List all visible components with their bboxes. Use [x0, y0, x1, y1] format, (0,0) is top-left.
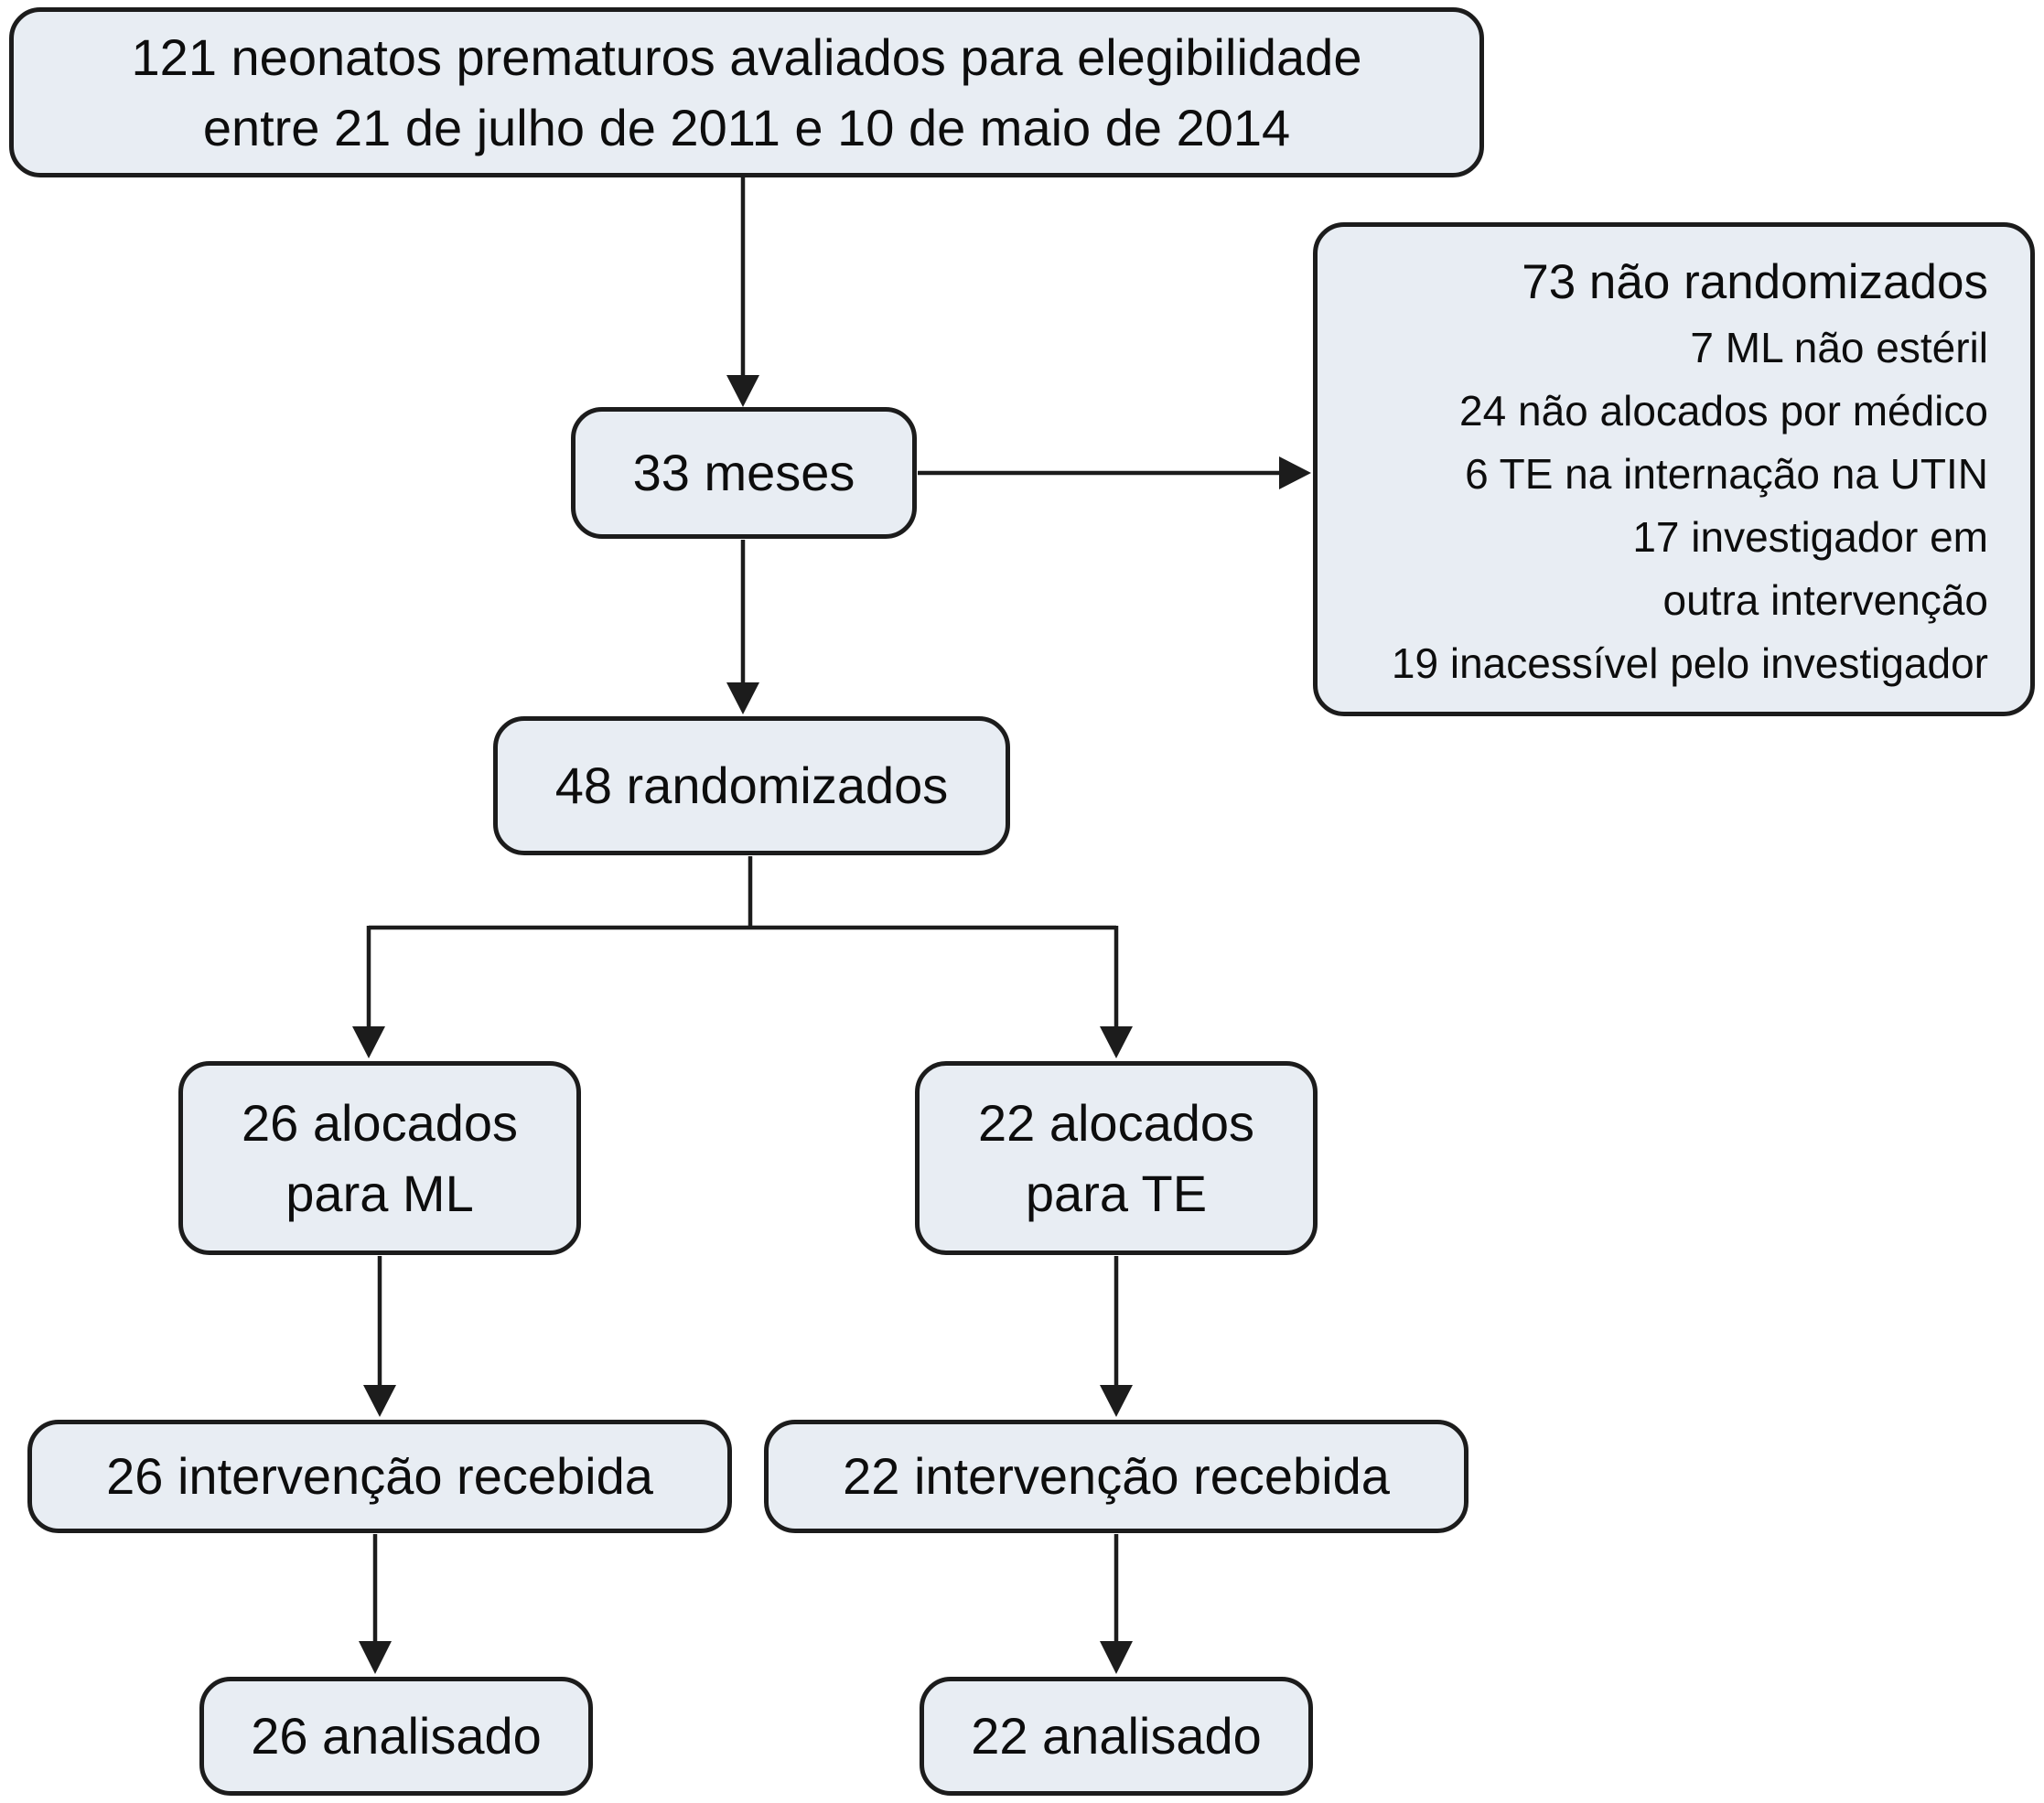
arrow-te-allocated-to-received — [1100, 1256, 1133, 1417]
arrow-ml-allocated-to-received — [363, 1256, 396, 1417]
arrow-randomized-split — [352, 856, 1133, 1058]
ml-received-label: 26 intervenção recebida — [106, 1447, 653, 1506]
randomized-label: 48 randomizados — [554, 757, 949, 815]
te-analyzed-label: 22 analisado — [971, 1707, 1262, 1765]
not-randomized-reason: 17 investigador em outra intervenção — [1632, 513, 1988, 625]
not-randomized-reason: 6 TE na internação na UTIN — [1465, 450, 1988, 499]
not-randomized-reason: 7 ML não estéril — [1690, 324, 1988, 372]
not-randomized-title: 73 não randomizados — [1522, 255, 1988, 309]
arrow-ml-received-to-analyzed — [359, 1534, 392, 1674]
node-eligibility: 121 neonatos prematuros avaliados para e… — [9, 7, 1484, 177]
eligibility-line-2: entre 21 de julho de 2011 e 10 de maio d… — [202, 99, 1291, 156]
not-randomized-reason: 19 inacessível pelo investigador — [1391, 639, 1988, 688]
node-randomized: 48 randomizados — [493, 716, 1010, 855]
node-ml-allocated: 26 alocados para ML — [178, 1061, 581, 1255]
te-allocated-line-1: 22 alocados — [977, 1093, 1254, 1152]
ml-analyzed-label: 26 analisado — [251, 1707, 542, 1765]
te-allocated-line-2: para TE — [1025, 1164, 1208, 1222]
node-te-analyzed: 22 analisado — [920, 1677, 1313, 1796]
not-randomized-reason: 24 não alocados por médico — [1459, 387, 1988, 435]
arrow-eligibility-to-months — [726, 177, 759, 407]
arrow-months-to-randomized — [726, 540, 759, 714]
te-received-label: 22 intervenção recebida — [843, 1447, 1390, 1506]
months-label: 33 meses — [632, 444, 855, 502]
node-ml-analyzed: 26 analisado — [199, 1677, 593, 1796]
ml-allocated-line-2: para ML — [285, 1164, 474, 1222]
node-ml-received: 26 intervenção recebida — [27, 1420, 732, 1533]
node-months: 33 meses — [571, 407, 917, 539]
eligibility-line-1: 121 neonatos prematuros avaliados para e… — [131, 27, 1362, 86]
node-te-received: 22 intervenção recebida — [764, 1420, 1468, 1533]
arrow-months-to-not-randomized — [918, 456, 1311, 489]
arrow-te-received-to-analyzed — [1100, 1534, 1133, 1674]
node-te-allocated: 22 alocados para TE — [915, 1061, 1318, 1255]
node-not-randomized: 73 não randomizados 7 ML não estéril 24 … — [1313, 222, 2035, 716]
ml-allocated-line-1: 26 alocados — [241, 1093, 518, 1152]
